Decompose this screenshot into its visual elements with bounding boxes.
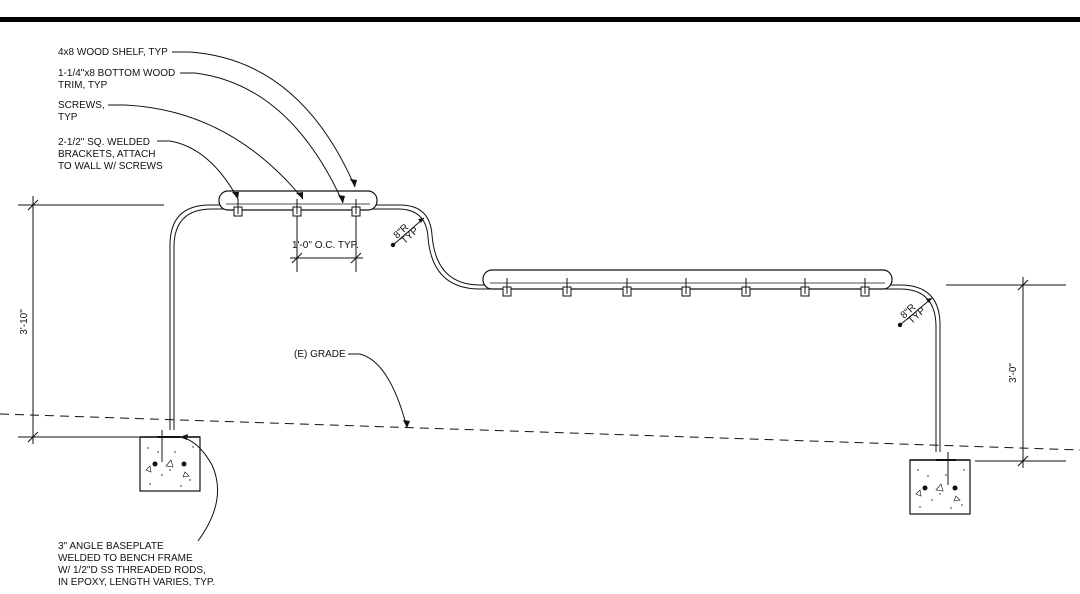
right-height-dimension [946,277,1066,468]
grade-callout: (E) GRADE [294,349,346,360]
spacing-label: 1'-0" O.C. TYP. [292,240,359,251]
top-border-bar [0,17,1080,22]
bracket [562,278,572,297]
right-footing [909,452,971,515]
left-height-label: 3'-10" [19,309,30,335]
right-height-label: 3'-0" [1008,363,1019,383]
bench-frame [169,204,941,452]
screws-callout: SCREWS,TYP [58,100,105,123]
bracket [502,278,512,297]
bracket [741,278,751,297]
existing-grade-line [0,413,1080,451]
bracket [800,278,810,297]
bracket [233,199,243,217]
bench-frame-inner [173,208,937,452]
left-height-dimension [18,196,164,444]
lower-radius-callout: 8"RTYP [897,297,933,328]
bracket [860,278,870,297]
lower-shelf [482,269,893,290]
upper-brackets [233,199,361,217]
upper-radius-callout: 8"RTYP [390,217,425,248]
svg-text:8"RTYP: 8"RTYP [392,218,422,247]
bracket [681,278,691,297]
svg-text:8"RTYP: 8"RTYP [899,298,929,327]
shelf-callout: 4x8 WOOD SHELF, TYP [58,47,168,58]
lower-brackets [502,278,870,297]
callout-leaders [108,51,410,542]
bracket [622,278,632,297]
spacing-dimension [290,216,363,272]
left-footing [139,430,201,492]
